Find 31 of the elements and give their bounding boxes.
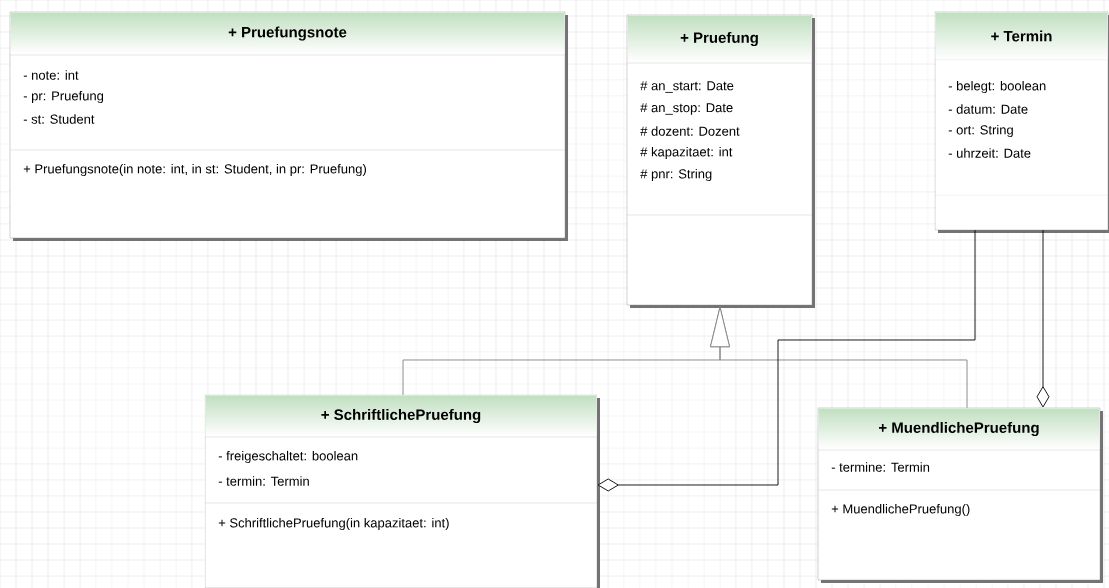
attribute-text: - uhrzeit: Date bbox=[948, 148, 1031, 158]
class-title: + SchriftlichePruefung bbox=[321, 408, 481, 423]
class-box bbox=[204, 394, 600, 588]
method-text: + SchriftlichePruefung(in kapazitaet: int) bbox=[218, 517, 449, 531]
method-text: + MuendlichePruefung() bbox=[831, 503, 970, 517]
class-box bbox=[817, 407, 1103, 583]
connector bbox=[1036, 229, 1050, 408]
class-title: + Pruefungsnote bbox=[228, 26, 347, 41]
class-title: + Pruefung bbox=[680, 31, 758, 47]
attribute-text: - st: Student bbox=[23, 114, 95, 124]
method-text: + Pruefungsnote(in note: int, in st: Student, in pr: Pruefung) bbox=[23, 163, 366, 177]
attribute-text: # an_stop: Date bbox=[640, 103, 733, 115]
attribute-text: - pr: Pruefung bbox=[23, 90, 104, 104]
attribute-text: # pnr: String bbox=[640, 168, 712, 182]
class-title: + Termin bbox=[991, 30, 1052, 42]
attribute-text: - note: int bbox=[23, 70, 79, 80]
attribute-text: - datum: Date bbox=[948, 104, 1028, 114]
attribute-text: - ort: String bbox=[948, 124, 1013, 138]
attribute-text: - freigeschaltet: boolean bbox=[218, 450, 358, 464]
class-box bbox=[934, 11, 1109, 233]
class-box bbox=[9, 11, 568, 241]
class-box bbox=[626, 14, 815, 308]
attribute-text: - termine: Termin bbox=[831, 462, 930, 472]
attribute-text: - termin: Termin bbox=[218, 476, 309, 486]
attribute-text: # an_start: Date bbox=[640, 81, 734, 93]
class-title: + MuendlichePruefung bbox=[879, 421, 1039, 436]
connector bbox=[597, 229, 976, 492]
attribute-text: # kapazitaet: int bbox=[640, 146, 733, 160]
attribute-text: # dozent: Dozent bbox=[640, 126, 740, 136]
attribute-text: - belegt: boolean bbox=[948, 80, 1046, 94]
connector bbox=[710, 306, 968, 409]
